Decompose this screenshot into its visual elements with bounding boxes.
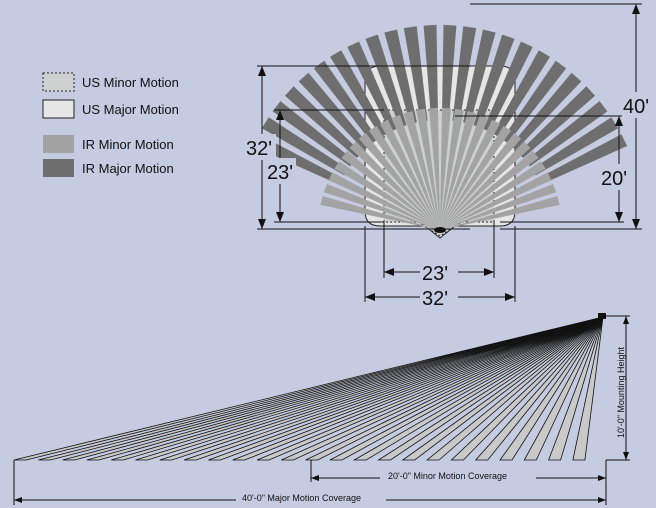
ir-major-fan-beam xyxy=(518,86,596,158)
side-beam xyxy=(401,316,604,461)
ir-major-fan-beam xyxy=(347,41,397,132)
ir-major-fan-beam xyxy=(502,60,567,144)
ir-minor-fan-beam xyxy=(328,172,440,230)
ir-minor-fan-beam xyxy=(379,119,440,230)
ir-minor-fan-beam xyxy=(440,133,522,230)
side-beam xyxy=(474,316,604,461)
dim-bottom-outer: 32' xyxy=(422,288,448,310)
ir-major-fan-beam xyxy=(330,50,387,138)
ir-major-fan-beam xyxy=(261,117,349,176)
ir-minor-fan-beam xyxy=(334,161,440,230)
dim-bottom-inner: 23' xyxy=(422,263,448,285)
side-beam xyxy=(377,316,604,461)
ir-minor-fan-beam xyxy=(369,125,440,230)
ir-minor-fan-beam xyxy=(440,183,557,230)
ir-major-fan-beam xyxy=(463,29,496,125)
top-view: 32' 23' 40' 20' 23' 32' xyxy=(246,3,652,310)
side-beams xyxy=(13,313,606,461)
ir-major-fan-beam xyxy=(313,60,378,144)
dim-right-outer: 40' xyxy=(623,96,649,118)
ir-major-fan-beam xyxy=(493,50,550,138)
side-beam xyxy=(305,316,604,461)
ir-major-fan-beam xyxy=(365,34,407,128)
minor-coverage-label: 20'-0" Minor Motion Coverage xyxy=(388,471,507,481)
ir-minor-fan-beam xyxy=(320,196,440,230)
side-view: 20'-0" Minor Motion Coverage 40'-0" Majo… xyxy=(13,313,630,505)
side-beam xyxy=(62,316,604,461)
ir-major-fan-beam xyxy=(483,41,533,132)
ir-minor-fan-beam xyxy=(440,150,539,230)
ir-major-fan-beam xyxy=(272,101,355,167)
ir-minor-fan-beam xyxy=(440,172,552,230)
sensor-icon xyxy=(434,227,446,233)
side-beam xyxy=(135,316,604,461)
side-sensor-icon xyxy=(598,313,606,319)
legend-label-ir-major: IR Major Motion xyxy=(82,161,174,176)
ir-major-fan-beam xyxy=(473,34,515,128)
legend: US Minor Motion US Major Motion IR Minor… xyxy=(42,72,179,177)
side-beam xyxy=(13,316,604,461)
ir-minor-fan-beam xyxy=(403,111,440,230)
ir-minor-fan-beam xyxy=(440,161,546,230)
dim-left-inner: 23' xyxy=(267,162,293,184)
side-beam xyxy=(183,316,604,461)
ir-minor-fan-beam xyxy=(323,183,440,230)
ir-major-fan-beam xyxy=(531,117,619,176)
ir-minor-fan-beam xyxy=(341,150,440,230)
ir-minor-fan-beam xyxy=(440,108,464,230)
ir-minor-fan-beam xyxy=(440,141,531,230)
side-beam xyxy=(548,316,604,461)
ir-major-fan-beam xyxy=(384,29,417,125)
ir-minor-fan-beam xyxy=(429,107,440,230)
ir-minor-fan-beam xyxy=(391,114,440,230)
ir-major-fan-beam xyxy=(537,134,628,185)
legend-label-us-minor: US Minor Motion xyxy=(82,75,179,90)
legend-swatch-us-minor xyxy=(42,72,75,92)
side-beam xyxy=(523,316,604,461)
side-beam xyxy=(425,316,604,461)
ir-minor-fan xyxy=(320,107,560,230)
ir-major-fan-beam xyxy=(452,26,477,122)
dim-right-inner: 20' xyxy=(601,168,627,190)
side-beam xyxy=(572,316,604,461)
side-beam xyxy=(111,316,604,461)
ir-major-fan-beam xyxy=(403,26,428,122)
ir-minor-fan-beam xyxy=(440,125,511,230)
side-beam xyxy=(281,316,604,461)
side-beam xyxy=(450,316,604,461)
side-beam xyxy=(352,316,604,461)
legend-swatch-ir-major xyxy=(43,159,74,177)
ir-minor-fan-beam xyxy=(440,107,451,230)
side-beam xyxy=(232,316,604,461)
dim-left-outer: 32' xyxy=(246,138,272,160)
ir-minor-fan-beam xyxy=(440,119,501,230)
ir-major-fan-beam xyxy=(298,72,370,151)
ir-major-fan-beam xyxy=(525,101,608,167)
legend-label-us-major: US Major Motion xyxy=(82,102,179,117)
ir-minor-fan-beam xyxy=(440,196,560,230)
ir-major-fan-beam xyxy=(423,24,439,121)
mounting-height-label: 10'-0" Mounting Height xyxy=(616,347,626,438)
side-beam xyxy=(256,316,604,461)
side-beam xyxy=(38,316,604,461)
ir-minor-fan-beam xyxy=(440,111,477,230)
ir-major-fan-beam xyxy=(284,86,362,158)
ir-minor-fan-beam xyxy=(358,133,440,230)
legend-label-ir-minor: IR Minor Motion xyxy=(82,137,174,152)
legend-swatch-ir-minor xyxy=(43,135,74,153)
side-beam xyxy=(208,316,604,461)
ir-major-fan-beam xyxy=(510,72,582,151)
major-coverage-label: 40'-0" Major Motion Coverage xyxy=(242,493,361,503)
ir-minor-fan-beam xyxy=(349,141,440,230)
side-beam xyxy=(86,316,604,461)
ir-minor-fan-beam xyxy=(416,108,440,230)
side-beam xyxy=(159,316,604,461)
side-beam xyxy=(499,316,604,461)
ir-minor-fan-beam xyxy=(440,114,489,230)
ir-major-fan-beam xyxy=(441,24,457,121)
side-beam xyxy=(329,316,604,461)
legend-swatch-us-major xyxy=(42,99,75,119)
